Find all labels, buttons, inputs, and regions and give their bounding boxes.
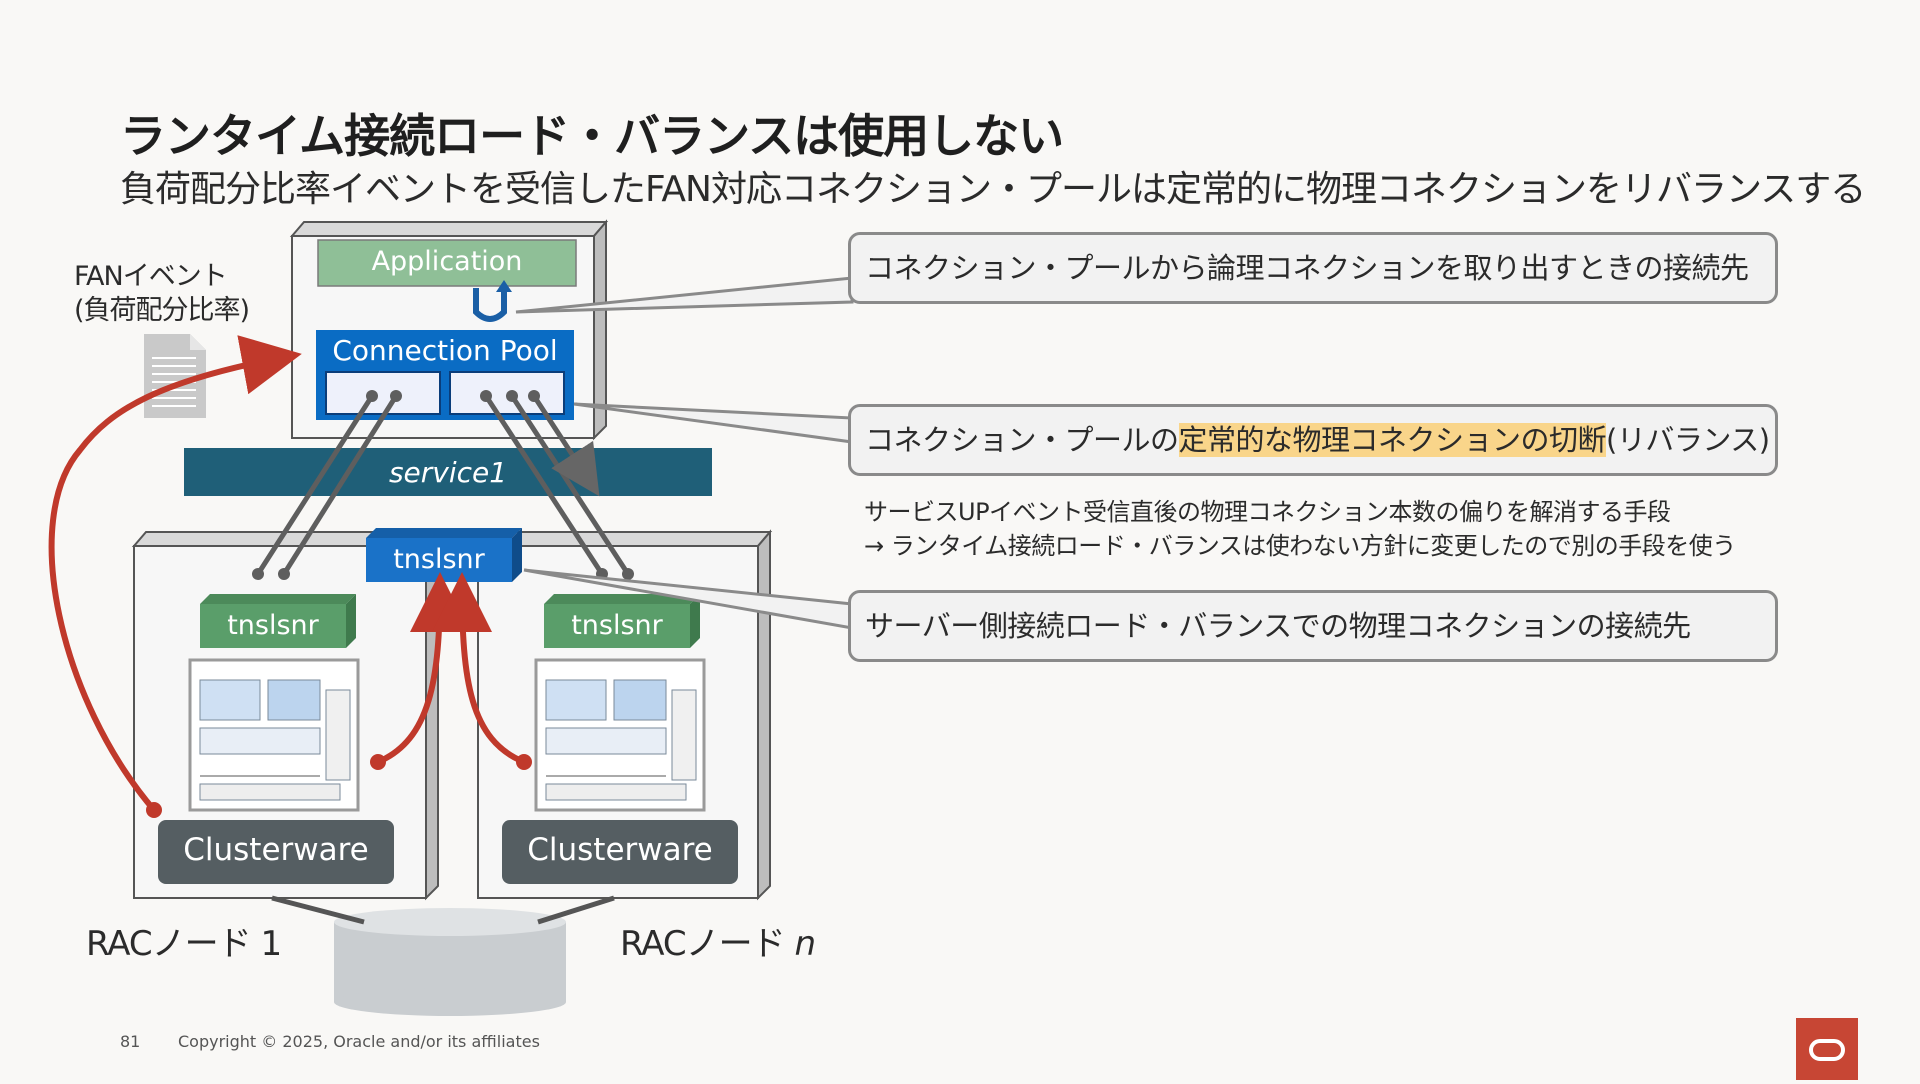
note-line-2: → ランタイム接続ロード・バランスは使わない方針に変更したので別の手段を使う — [864, 532, 1736, 560]
node1-clusterware-box — [158, 820, 394, 884]
rebalance-prefix: コネクション・プールの — [865, 423, 1179, 457]
callout-rebalance: コネクション・プールの定常的な物理コネクションの切断(リバランス) — [848, 404, 1778, 476]
copyright-text: Copyright © 2025, Oracle and/or its affi… — [178, 1032, 540, 1051]
physical-connection-lines — [255, 394, 631, 576]
node1-clusterware-label: Clusterware — [183, 832, 369, 868]
pool-slot-1 — [325, 371, 441, 415]
application-label: Application — [371, 246, 523, 277]
fan-event-arrows — [48, 335, 526, 812]
note-line-1: サービスUPイベント受信直後の物理コネクション本数の偏りを解消する手段 — [864, 498, 1671, 526]
service-label: service1 — [388, 456, 508, 489]
page-number: 81 — [120, 1032, 141, 1051]
node2-listener-label: tnslsnr — [571, 610, 663, 641]
instance-architecture-image-2 — [534, 658, 706, 812]
checkout-arrow-icon — [473, 288, 507, 322]
rac-node-1-label: RACノード 1 — [86, 924, 282, 964]
fan-event-label-line1: FANイベント — [74, 261, 228, 292]
slide-subtitle: 負荷配分比率イベントを受信したFAN対応コネクション・プールは定常的に物理コネク… — [120, 169, 1866, 210]
fan-event-label-line2: (負荷配分比率) — [74, 295, 250, 326]
rac-node-n-variable: n — [794, 924, 816, 964]
rebalance-highlight: 定常的な物理コネクションの切断 — [1178, 423, 1607, 457]
node2-clusterware-label: Clusterware — [527, 832, 713, 868]
rebalance-suffix: (リバランス) — [1606, 423, 1770, 457]
node2-listener-box — [544, 594, 700, 648]
rac-node-n-prefix: RACノード — [620, 924, 795, 964]
connection-pool-label: Connection Pool — [332, 334, 558, 367]
instance-architecture-image-1 — [188, 658, 360, 812]
oracle-logo-icon — [1796, 1018, 1858, 1080]
callout-server-side: サーバー側接続ロード・バランスでの物理コネクションの接続先 — [848, 590, 1778, 662]
rac-node-n-label: RACノード n — [620, 916, 816, 965]
callout-logical-connection: コネクション・プールから論理コネクションを取り出すときの接続先 — [848, 232, 1778, 304]
fan-event-document-icon — [144, 334, 206, 418]
node1-listener-label: tnslsnr — [227, 610, 319, 641]
scan-listener-label: tnslsnr — [393, 544, 485, 575]
application-box — [317, 239, 577, 287]
node2-clusterware-box — [502, 820, 738, 884]
node1-listener-box — [200, 594, 356, 648]
service-bar — [184, 448, 712, 496]
slide-title: ランタイム接続ロード・バランスは使用しない — [120, 109, 1064, 163]
shared-storage-disk — [334, 908, 566, 1016]
